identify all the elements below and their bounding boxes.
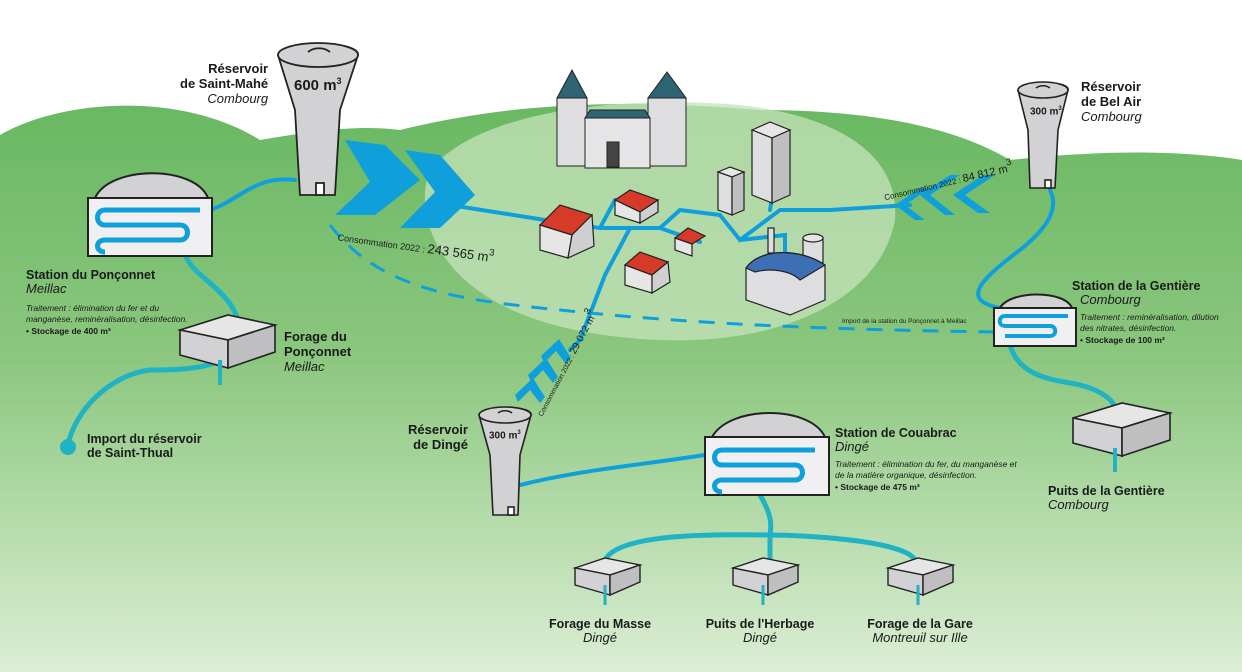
water-tower-saint-mahe — [277, 42, 359, 196]
station-gentiere-icon — [993, 293, 1077, 347]
volume-dinge: 300 m3 — [489, 430, 521, 442]
flow-chevrons — [335, 140, 995, 403]
source-box-puits-gentiere — [1072, 402, 1174, 472]
label-reservoir-bel-air: Réservoir de Bel Air Combourg — [1081, 79, 1142, 124]
label-forage-gare: Forage de la Gare Montreuil sur Ille — [867, 617, 973, 646]
label-reservoir-dinge: Réservoir de Dingé — [408, 422, 468, 452]
label-reservoir-saint-mahe: Réservoir de Saint-Mahé Combourg — [180, 61, 269, 106]
source-box-forage-ponconnet — [176, 314, 279, 385]
label-station-gentiere: Station de la Gentière Combourg Traiteme… — [1072, 279, 1219, 345]
water-tower-bel-air — [1017, 81, 1069, 189]
volume-bel-air: 300 m3 — [1030, 106, 1062, 118]
label-forage-ponconnet: Forage du Ponçonnet Meillac — [284, 329, 352, 374]
label-puits-herbage: Puits de l'Herbage Dingé — [705, 617, 815, 646]
source-box-forage-gare — [885, 557, 956, 605]
label-import-saint-thual: Import du réservoir de Saint-Thual — [87, 432, 202, 461]
label-import-ponconnet-meillac: Import de la station du Ponçonnet à Meil… — [842, 318, 967, 325]
teal-pipes — [65, 252, 1118, 563]
houses — [538, 189, 707, 295]
source-box-forage-masse — [572, 557, 643, 605]
label-puits-gentiere: Puits de la Gentière Combourg — [1048, 484, 1165, 513]
station-couabrac-icon — [704, 412, 830, 496]
volume-saint-mahe: 600 m3 — [294, 76, 342, 94]
label-forage-masse: Forage du Masse Dingé — [548, 617, 652, 646]
label-station-ponconnet: Station du Ponçonnet Meillac Traitement … — [26, 268, 188, 336]
source-box-puits-herbage — [730, 557, 801, 605]
label-station-couabrac: Station de Couabrac Dingé Traitement : é… — [835, 426, 1017, 492]
station-ponconnet-icon — [87, 172, 213, 257]
city-buildings — [716, 121, 827, 316]
import-pipe-dashed — [328, 224, 1001, 334]
castle-illustration — [556, 68, 687, 169]
import-saint-thual-dot — [60, 439, 76, 455]
water-tower-dinge — [478, 406, 532, 516]
